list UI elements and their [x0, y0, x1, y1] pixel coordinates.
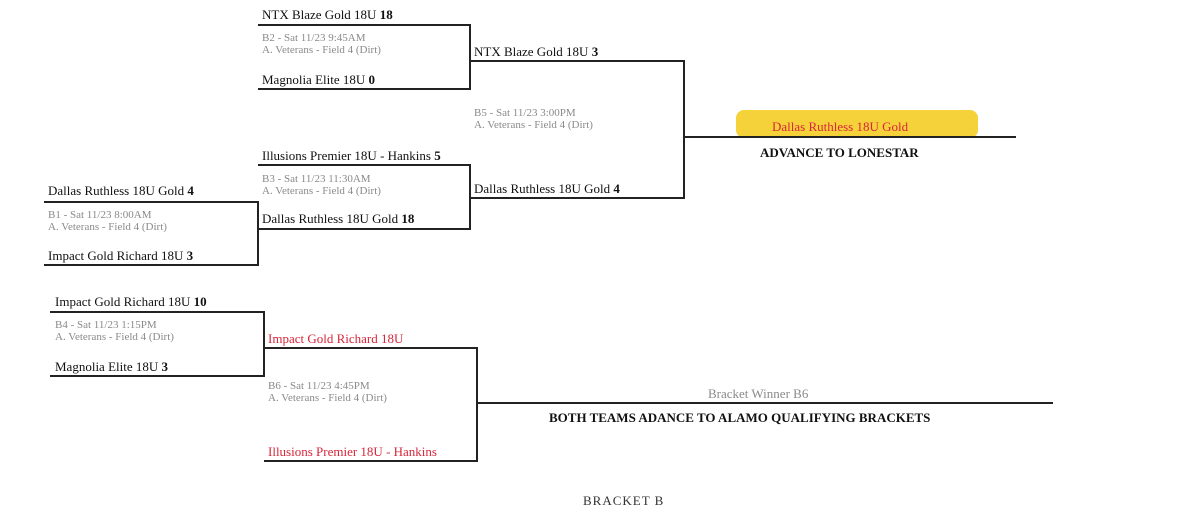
b2-info-line2: A. Veterans - Field 4 (Dirt)	[262, 44, 381, 56]
b2-bottom-team: Magnolia Elite 18U 0	[262, 72, 375, 87]
b6-result-line	[476, 402, 1053, 404]
b5-top-team: NTX Blaze Gold 18U 3	[474, 44, 598, 59]
team-name: NTX Blaze Gold 18U	[474, 44, 589, 59]
score: 3	[591, 44, 599, 59]
b3-info-line1: B3 - Sat 11/23 11:30AM	[262, 173, 371, 185]
score: 18	[401, 211, 415, 226]
b4-info-line1: B4 - Sat 11/23 1:15PM	[55, 319, 157, 331]
b4-bottom-team: Magnolia Elite 18U 3	[55, 359, 168, 374]
b4-connector	[263, 311, 265, 377]
team-name: Dallas Ruthless 18U Gold	[474, 181, 611, 196]
b6-top-team: Impact Gold Richard 18U	[268, 331, 404, 346]
team-name: NTX Blaze Gold 18U	[262, 7, 377, 22]
b6-bottom-team: Illusions Premier 18U - Hankins	[268, 444, 437, 459]
b5-info-line2: A. Veterans - Field 4 (Dirt)	[474, 119, 593, 131]
b2-bottom-line	[258, 88, 470, 90]
b5-bottom-line	[470, 197, 684, 199]
b6-bottom-line	[264, 460, 477, 462]
team-name: Dallas Ruthless 18U Gold	[262, 211, 399, 226]
b6-result-label: Bracket Winner B6	[708, 386, 809, 401]
b4-info-line2: A. Veterans - Field 4 (Dirt)	[55, 331, 174, 343]
score: 5	[434, 148, 441, 163]
b5-bottom-team: Dallas Ruthless 18U Gold 4	[474, 181, 620, 196]
b2-info-line1: B2 - Sat 11/23 9:45AM	[262, 32, 366, 44]
b1-info-line1: B1 - Sat 11/23 8:00AM	[48, 209, 152, 221]
score: 3	[161, 359, 169, 374]
score: 18	[379, 7, 393, 22]
b1-info-line2: A. Veterans - Field 4 (Dirt)	[48, 221, 167, 233]
b5-connector	[683, 60, 685, 199]
b1-top-team: Dallas Ruthless 18U Gold 4	[48, 183, 194, 198]
b3-bottom-team: Dallas Ruthless 18U Gold 18	[262, 211, 414, 226]
final-winner: Dallas Ruthless 18U Gold	[772, 119, 909, 134]
b6-connector	[476, 347, 478, 462]
b6-caption: BOTH TEAMS ADANCE TO ALAMO QUALIFYING BR…	[549, 410, 931, 425]
b4-top-line	[50, 311, 264, 313]
score: 0	[368, 72, 376, 87]
b2-top-team: NTX Blaze Gold 18U 18	[262, 7, 393, 22]
b5-info-line1: B5 - Sat 11/23 3:00PM	[474, 107, 576, 119]
team-name: Illusions Premier 18U - Hankins	[262, 148, 431, 163]
score: 4	[187, 183, 194, 198]
b1-bottom-team: Impact Gold Richard 18U 3	[48, 248, 193, 263]
team-name: Impact Gold Richard 18U	[48, 248, 184, 263]
b3-top-line	[258, 164, 470, 166]
b3-info-line2: A. Veterans - Field 4 (Dirt)	[262, 185, 381, 197]
team-name: Magnolia Elite 18U	[262, 72, 366, 87]
b1-bottom-line	[44, 264, 258, 266]
score: 4	[613, 181, 620, 196]
b6-top-line	[264, 347, 477, 349]
team-name: Impact Gold Richard 18U	[55, 294, 191, 309]
b6-info-line2: A. Veterans - Field 4 (Dirt)	[268, 392, 387, 404]
b6-info-line1: B6 - Sat 11/23 4:45PM	[268, 380, 370, 392]
score: 10	[193, 294, 207, 309]
b1-top-line	[44, 201, 258, 203]
final-line	[683, 136, 1016, 138]
final-caption: ADVANCE TO LONESTAR	[760, 145, 919, 160]
b2-top-line	[258, 24, 470, 26]
b5-top-line	[470, 60, 684, 62]
team-name: Dallas Ruthless 18U Gold	[48, 183, 185, 198]
winner-highlight	[736, 110, 978, 138]
b1-connector	[257, 201, 259, 266]
b4-top-team: Impact Gold Richard 18U 10	[55, 294, 207, 309]
b3-bottom-line	[258, 228, 470, 230]
b3-top-team: Illusions Premier 18U - Hankins 5	[262, 148, 441, 163]
b2-connector	[469, 24, 471, 90]
b4-bottom-line	[50, 375, 264, 377]
team-name: Magnolia Elite 18U	[55, 359, 159, 374]
score: 3	[186, 248, 194, 263]
